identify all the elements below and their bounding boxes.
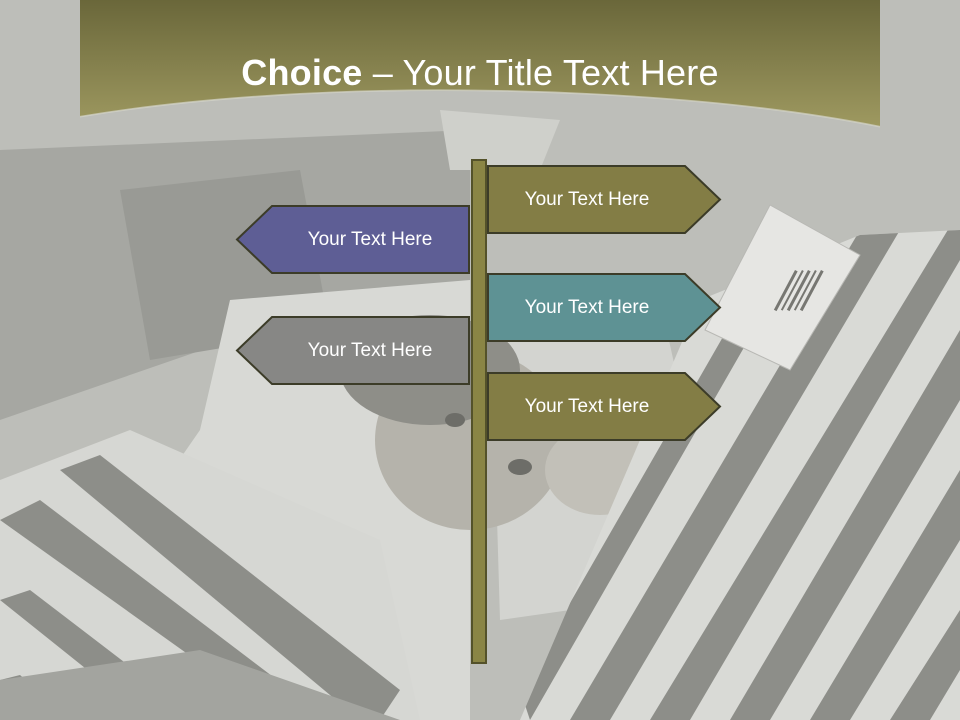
sign-right-1-label: Your Text Here — [524, 188, 650, 210]
sign-left-2[interactable]: Your Text Here — [235, 316, 470, 385]
sign-left-2-label: Your Text Here — [307, 339, 433, 361]
sign-left-1-label: Your Text Here — [307, 228, 433, 250]
signpost-pole — [471, 159, 487, 664]
sign-right-3-label: Your Text Here — [524, 395, 650, 417]
sign-right-3[interactable]: Your Text Here — [487, 372, 722, 441]
header-band — [79, 0, 881, 128]
sign-right-2-label: Your Text Here — [524, 296, 650, 318]
title-bold: Choice — [241, 52, 363, 93]
slide-title: Choice – Your Title Text Here — [0, 52, 960, 94]
sign-right-2[interactable]: Your Text Here — [487, 273, 722, 342]
sign-left-1[interactable]: Your Text Here — [235, 205, 470, 274]
sign-right-1[interactable]: Your Text Here — [487, 165, 722, 234]
title-rest: – Your Title Text Here — [362, 52, 719, 93]
